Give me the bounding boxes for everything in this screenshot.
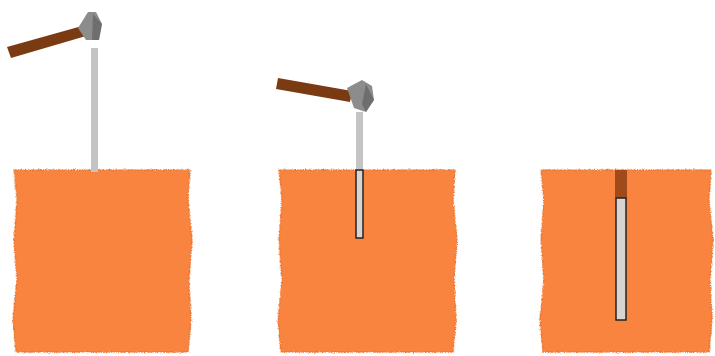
nail-head-driven-3 (615, 170, 627, 198)
stage-3-group (540, 170, 713, 352)
stage-1-group (7, 12, 192, 352)
stage-2-group (276, 78, 457, 352)
nail-shaft-1 (91, 48, 98, 172)
nail-shaft-in-soil-3 (616, 198, 626, 320)
soil-block-2 (278, 170, 457, 352)
soil-block-1 (13, 170, 192, 352)
nail-shaft-above-2 (356, 112, 363, 170)
nail-shaft-in-soil-2 (356, 170, 363, 238)
hammer-icon-1 (7, 12, 102, 58)
hammer-icon-2 (276, 78, 374, 112)
